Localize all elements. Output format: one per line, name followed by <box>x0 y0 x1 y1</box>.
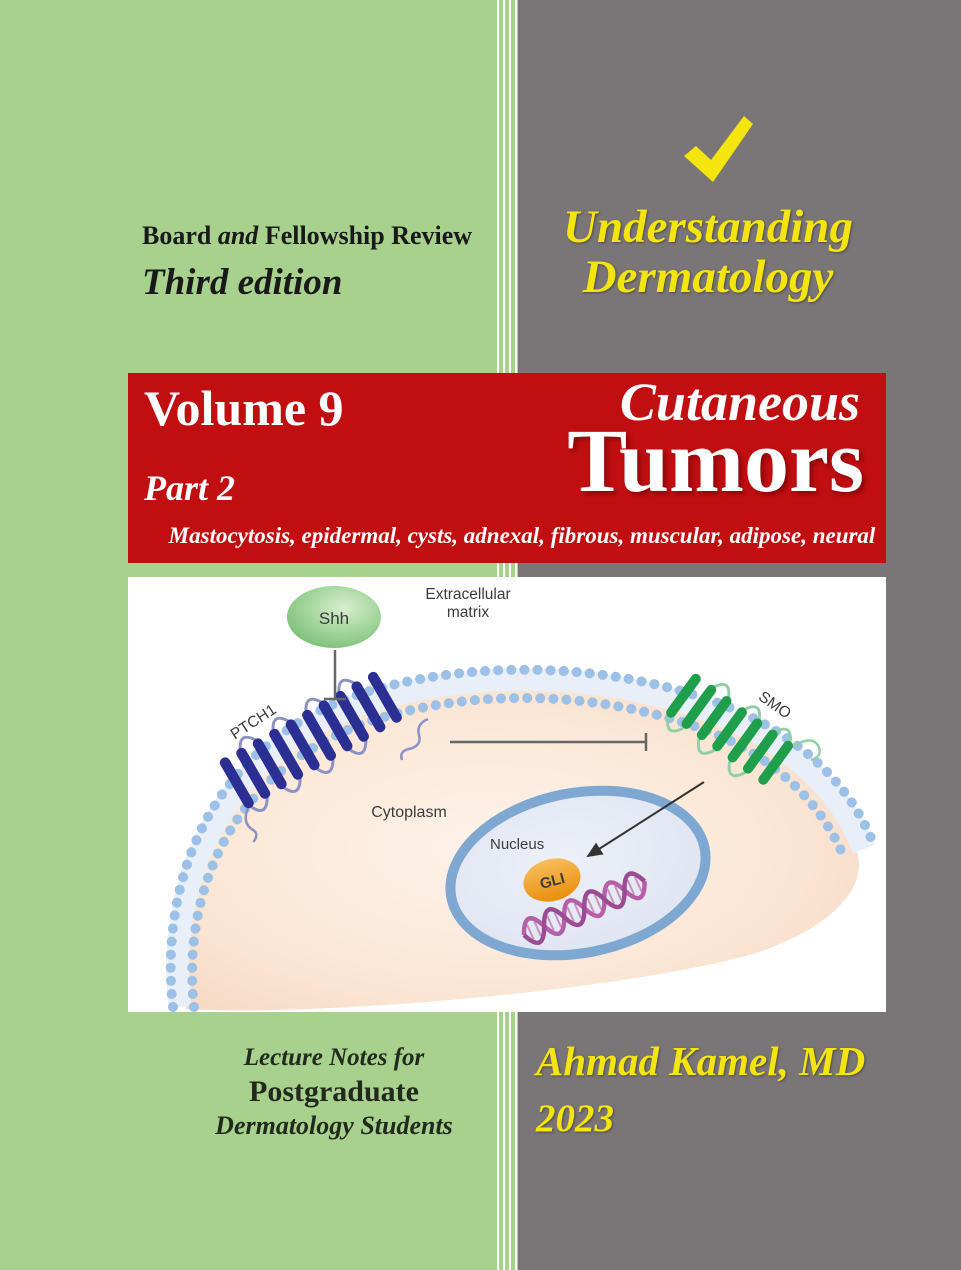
checkmark-icon <box>684 116 753 182</box>
series-title-line2: Dermatology <box>582 251 834 303</box>
volume-label: Volume 9 <box>144 380 344 436</box>
smo-label: SMO <box>755 688 794 722</box>
footer-left-line2: Postgraduate <box>249 1075 419 1108</box>
review-line: Board and Fellowship Review <box>142 220 472 252</box>
red-banner: Volume 9 Cutaneous Tumors Part 2 Mastocy… <box>128 372 886 563</box>
review-part2: and <box>217 221 259 250</box>
hedgehog-pathway-figure: Shh Nucleus <box>128 577 886 1012</box>
extracellular-label-line1: Extracellular <box>425 586 510 603</box>
shh-inhibition-line <box>324 650 346 701</box>
smo-gli-arrow <box>586 781 705 858</box>
ptch1-tail <box>400 717 429 761</box>
edition-block: Board and Fellowship Review Third editio… <box>142 220 472 306</box>
footer-left-line3: Dermatology Students <box>215 1111 453 1140</box>
extracellular-label-line2: matrix <box>447 604 489 621</box>
cytoplasm-label: Cytoplasm <box>371 804 447 821</box>
footer-left-block: Lecture Notes for Postgraduate Dermatolo… <box>134 1042 534 1142</box>
nucleus-label: Nucleus <box>490 836 544 853</box>
publication-year: 2023 <box>536 1097 614 1140</box>
banner-title-line2: Tumors <box>567 412 864 511</box>
ptch1-smo-inhibition-line <box>450 733 648 751</box>
review-part1: Board <box>142 221 218 250</box>
series-title: Understanding Dermatology <box>520 202 896 302</box>
banner-subtitle: Mastocytosis, epidermal, cysts, adnexal,… <box>168 523 876 548</box>
smo-receptor <box>666 673 821 785</box>
review-part3: Fellowship Review <box>258 221 473 250</box>
gli-protein <box>523 858 581 902</box>
banner-title-line1: Cutaneous <box>619 372 860 432</box>
edition-line: Third edition <box>142 262 343 303</box>
dna-helix <box>521 871 647 946</box>
shh-label: Shh <box>319 609 349 628</box>
shh-ligand <box>287 586 381 648</box>
footer-left-line1: Lecture Notes for <box>243 1044 425 1071</box>
author-name: Ahmad Kamel, MD <box>536 1038 866 1084</box>
part-label: Part 2 <box>144 468 236 508</box>
gli-label: GLI <box>538 870 567 893</box>
series-title-line1: Understanding <box>563 201 853 253</box>
ptch1-receptor <box>219 671 402 843</box>
